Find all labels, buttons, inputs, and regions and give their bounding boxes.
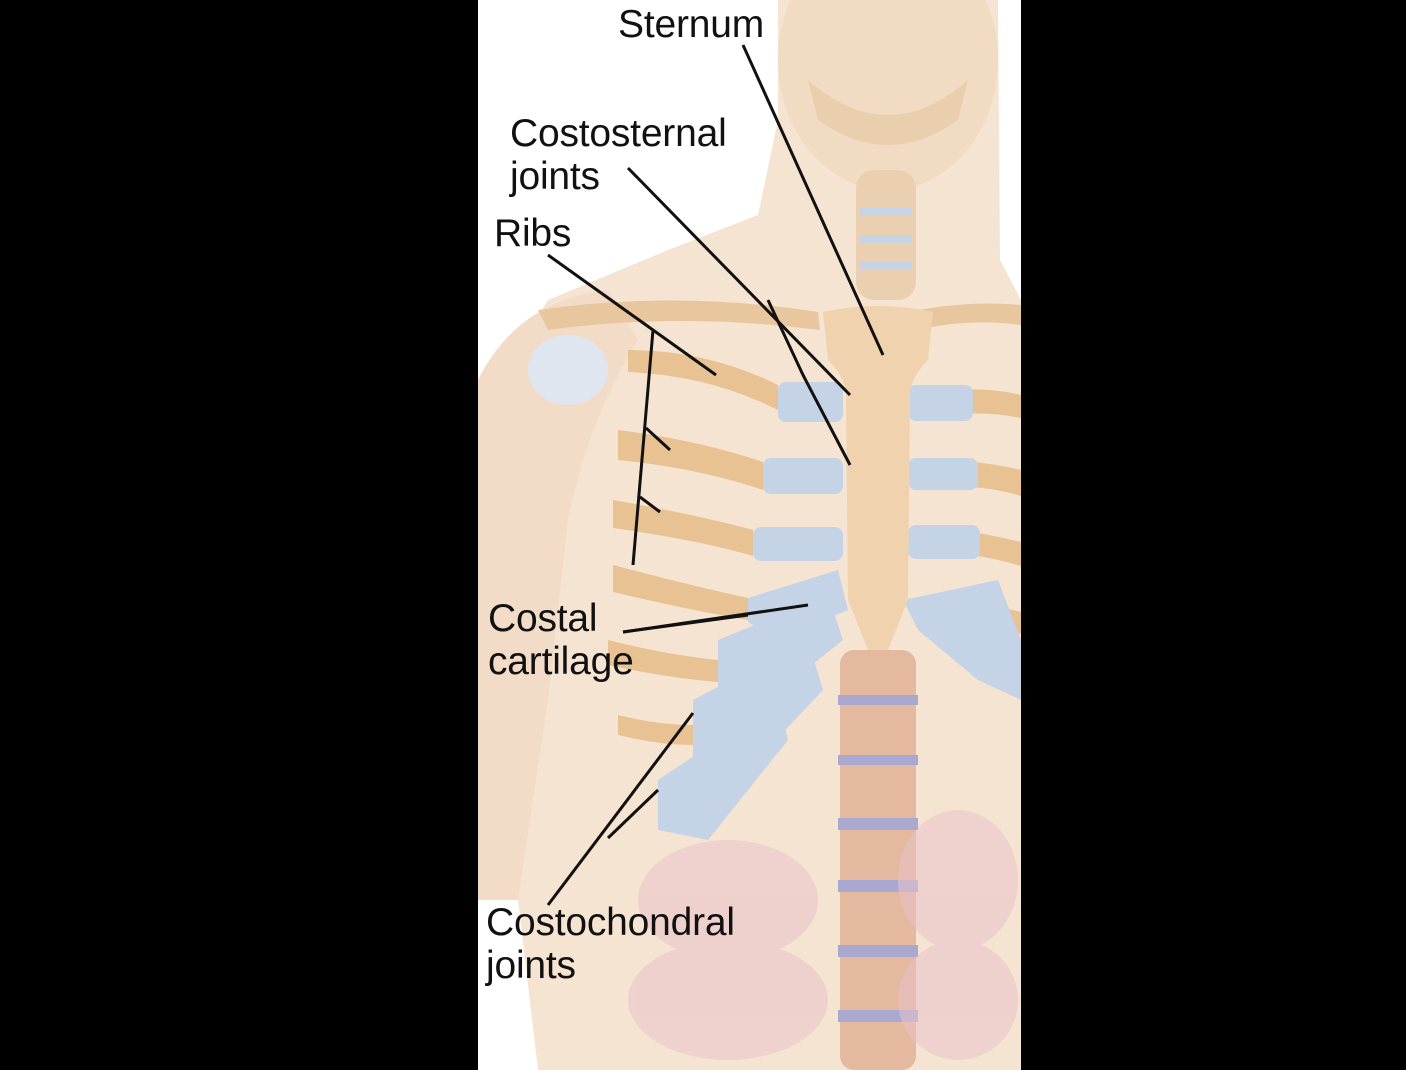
label-costochondral-joints-line2: joints — [486, 944, 576, 988]
cervical-disc — [860, 208, 912, 216]
label-costochondral-joints-line1: Costochondral — [486, 901, 735, 945]
cervical-disc — [860, 262, 912, 270]
label-sternum: Sternum — [618, 3, 764, 47]
label-costal-cartilage-line2: cartilage — [488, 640, 634, 684]
cervical-disc — [860, 235, 912, 243]
label-costal-cartilage-line1: Costal — [488, 597, 597, 641]
humerus-head — [528, 335, 608, 405]
label-ribs: Ribs — [494, 212, 571, 256]
label-costosternal-joints-line1: Costosternal — [510, 112, 727, 156]
anatomy-illustration-panel: Sternum Costosternal joints Ribs Costal … — [478, 0, 1021, 1070]
label-costosternal-joints-line2: joints — [510, 155, 600, 199]
